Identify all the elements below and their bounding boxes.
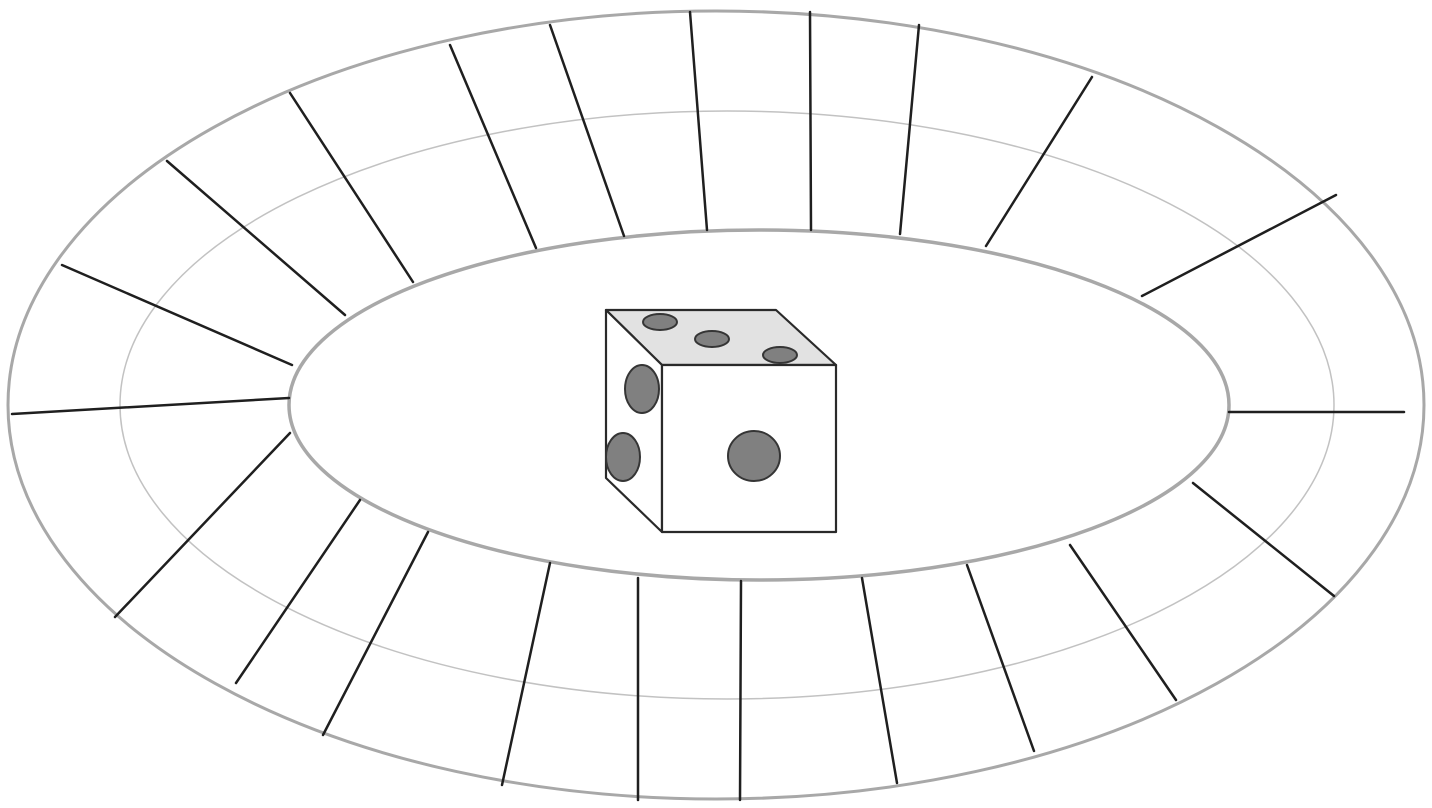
track-space-divider xyxy=(1193,483,1334,596)
track-space-divider xyxy=(167,161,345,315)
track-space-divider xyxy=(740,581,741,800)
die-top-pip xyxy=(695,331,729,347)
die[interactable] xyxy=(606,310,836,532)
track-space-divider xyxy=(1070,545,1176,700)
track-space-divider xyxy=(236,500,360,683)
track-space-divider xyxy=(986,77,1092,246)
die-left-pip xyxy=(625,365,659,413)
track-space-divider xyxy=(810,12,811,230)
track-space-divider xyxy=(12,398,289,414)
track-space-divider xyxy=(1142,195,1336,296)
die-top-pip xyxy=(643,314,677,330)
track-space-divider xyxy=(290,93,413,282)
die-front-pip xyxy=(728,431,780,481)
die-left-pip xyxy=(606,433,640,481)
track-space-divider xyxy=(862,578,897,783)
track-space-divider xyxy=(115,433,290,617)
track-space-divider xyxy=(502,563,550,785)
track-space-divider xyxy=(550,25,624,236)
track-space-divider xyxy=(690,12,707,230)
track-space-divider xyxy=(323,532,428,735)
track-space-divider xyxy=(967,565,1034,751)
track-space-divider xyxy=(450,45,536,248)
die-top-pip xyxy=(763,347,797,363)
track-space-divider xyxy=(900,25,919,234)
